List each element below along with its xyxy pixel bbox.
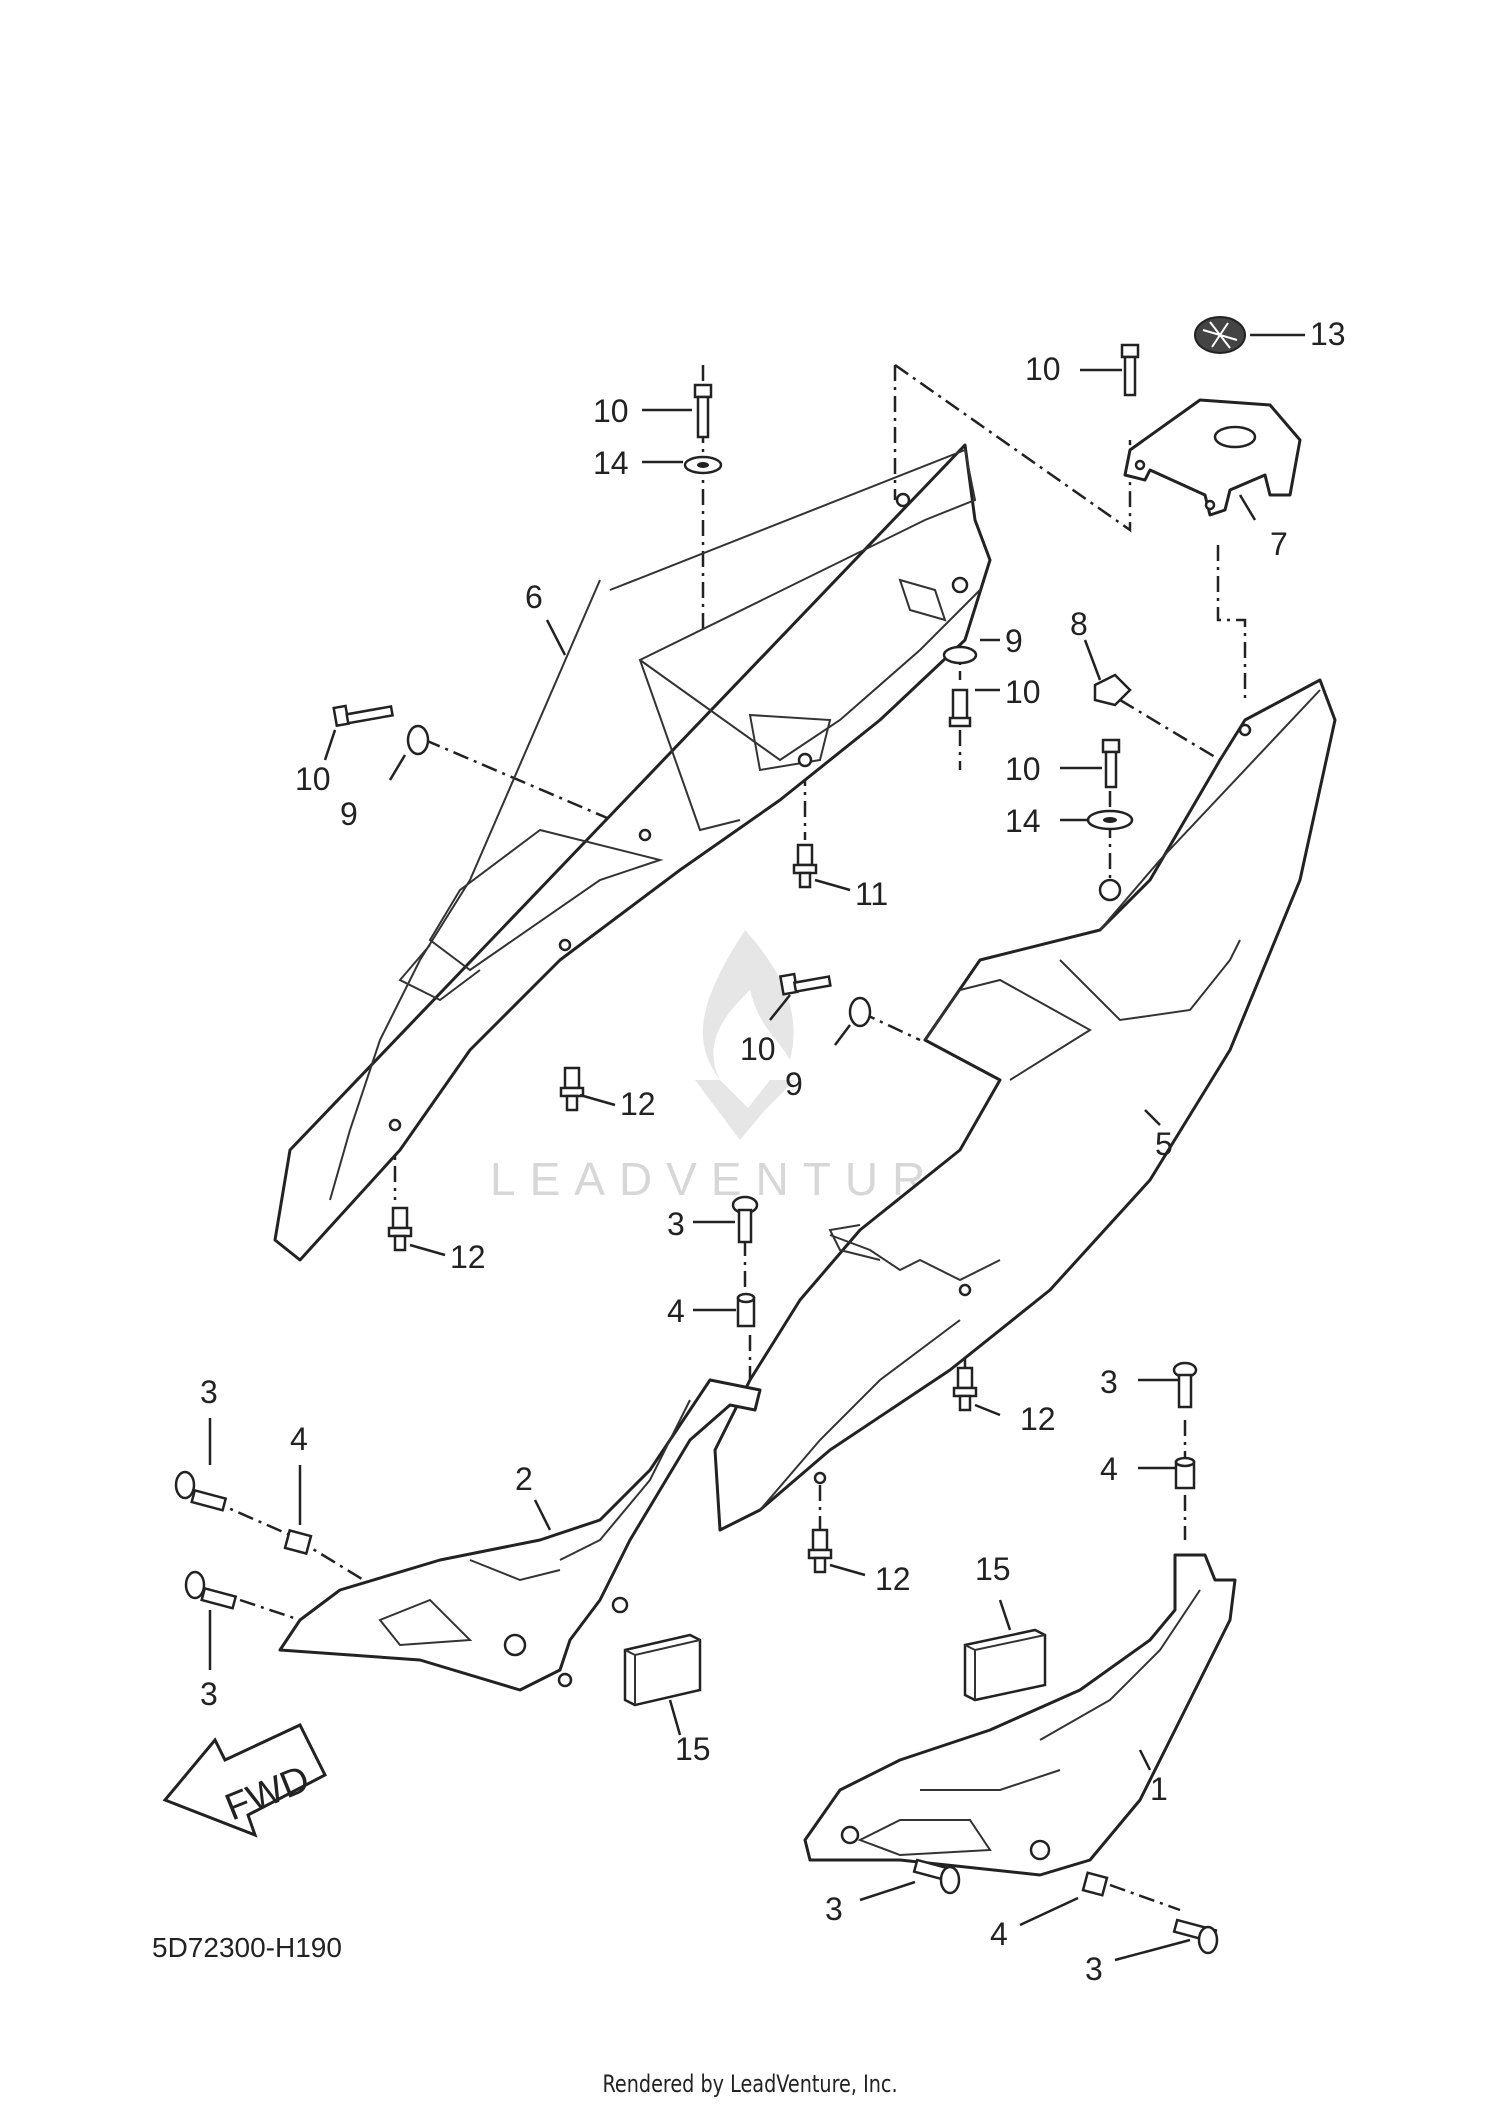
callout-1: 1 xyxy=(1150,1771,1168,1807)
screw-10-center xyxy=(778,972,832,996)
rivet-11 xyxy=(792,843,818,889)
screw-10-mid xyxy=(948,688,972,728)
washer-9-center xyxy=(848,996,872,1028)
part-6-rear-side-cover-left xyxy=(273,443,992,1262)
watermark: LEADVENTURE xyxy=(490,930,984,1205)
callout-10: 10 xyxy=(1005,751,1041,787)
callout-3: 3 xyxy=(200,1374,218,1410)
callout-4: 4 xyxy=(667,1293,685,1329)
callout-numbers: 13 10 7 10 14 6 9 10 8 10 9 10 14 11 10 … xyxy=(200,316,1346,1987)
forward-arrow: FWD xyxy=(162,1723,328,1838)
rendered-by-footer: Rendered by LeadVenture, Inc. xyxy=(602,2070,898,2098)
rivet-12-a xyxy=(559,1066,585,1112)
washer-9-mid xyxy=(942,645,978,665)
watermark-text: LEADVENTURE xyxy=(490,1153,984,1205)
callout-2: 2 xyxy=(515,1461,533,1497)
clip-nut-8 xyxy=(1093,673,1132,707)
part-7-tail-bracket xyxy=(1123,398,1302,517)
screw-10-right xyxy=(1101,738,1121,789)
callout-9: 9 xyxy=(785,1066,803,1102)
part-1-side-cover-right xyxy=(803,1553,1237,1877)
screw-3-left-top xyxy=(174,1470,228,1512)
hardware xyxy=(174,343,1219,1955)
diagram-reference-code: 5D72300-H190 xyxy=(152,1932,342,1963)
callout-3: 3 xyxy=(1085,1951,1103,1987)
callout-3: 3 xyxy=(200,1676,218,1712)
rivet-12-d xyxy=(807,1528,833,1574)
callout-10: 10 xyxy=(295,761,331,797)
screw-3-bottom-b xyxy=(1172,1918,1219,1955)
part-5-rear-side-cover-right xyxy=(713,678,1337,1532)
callout-9: 9 xyxy=(340,796,358,832)
callout-14: 14 xyxy=(593,445,629,481)
callout-5: 5 xyxy=(1155,1126,1173,1162)
part-13-emblem xyxy=(1194,316,1246,354)
screw-10-top-left xyxy=(693,383,713,439)
callout-3: 3 xyxy=(1100,1364,1118,1400)
callout-10: 10 xyxy=(740,1031,776,1067)
rivet-12-c xyxy=(952,1366,978,1412)
callout-14: 14 xyxy=(1005,803,1041,839)
callout-15: 15 xyxy=(975,1551,1011,1587)
collar-4-right xyxy=(1174,1456,1196,1490)
collar-4-bottom xyxy=(1081,1871,1109,1897)
washer-9-left xyxy=(406,724,430,756)
leader-lines xyxy=(208,333,1305,1962)
callout-7: 7 xyxy=(1270,526,1288,562)
callout-12: 12 xyxy=(450,1239,486,1275)
rivet-12-b xyxy=(387,1206,413,1252)
callout-4: 4 xyxy=(290,1421,308,1457)
callout-12: 12 xyxy=(620,1086,656,1122)
callout-12: 12 xyxy=(1020,1401,1056,1437)
part-15-pads xyxy=(623,1628,1047,1707)
callout-3: 3 xyxy=(825,1891,843,1927)
screw-3-right-top xyxy=(1172,1361,1198,1409)
screw-10-top-right xyxy=(1120,343,1140,397)
screw-3-left-bottom xyxy=(184,1570,238,1610)
screw-3-center xyxy=(731,1195,759,1244)
callout-4: 4 xyxy=(1100,1451,1118,1487)
callout-15: 15 xyxy=(675,1731,711,1767)
callout-10: 10 xyxy=(1025,351,1061,387)
callout-13: 13 xyxy=(1310,316,1346,352)
callout-3: 3 xyxy=(667,1206,685,1242)
callout-8: 8 xyxy=(1070,606,1088,642)
callout-4: 4 xyxy=(990,1916,1008,1952)
callout-10: 10 xyxy=(593,393,629,429)
callout-11: 11 xyxy=(855,876,888,912)
callout-9: 9 xyxy=(1005,623,1023,659)
part-2-side-cover-left xyxy=(278,1378,762,1692)
collar-4-left xyxy=(283,1528,313,1556)
callout-10: 10 xyxy=(1005,674,1041,710)
screw-3-bottom-a xyxy=(912,1858,961,1895)
callout-6: 6 xyxy=(525,579,543,615)
collar-4-center xyxy=(736,1292,756,1328)
screw-10-left xyxy=(332,704,395,728)
callout-12: 12 xyxy=(875,1561,911,1597)
